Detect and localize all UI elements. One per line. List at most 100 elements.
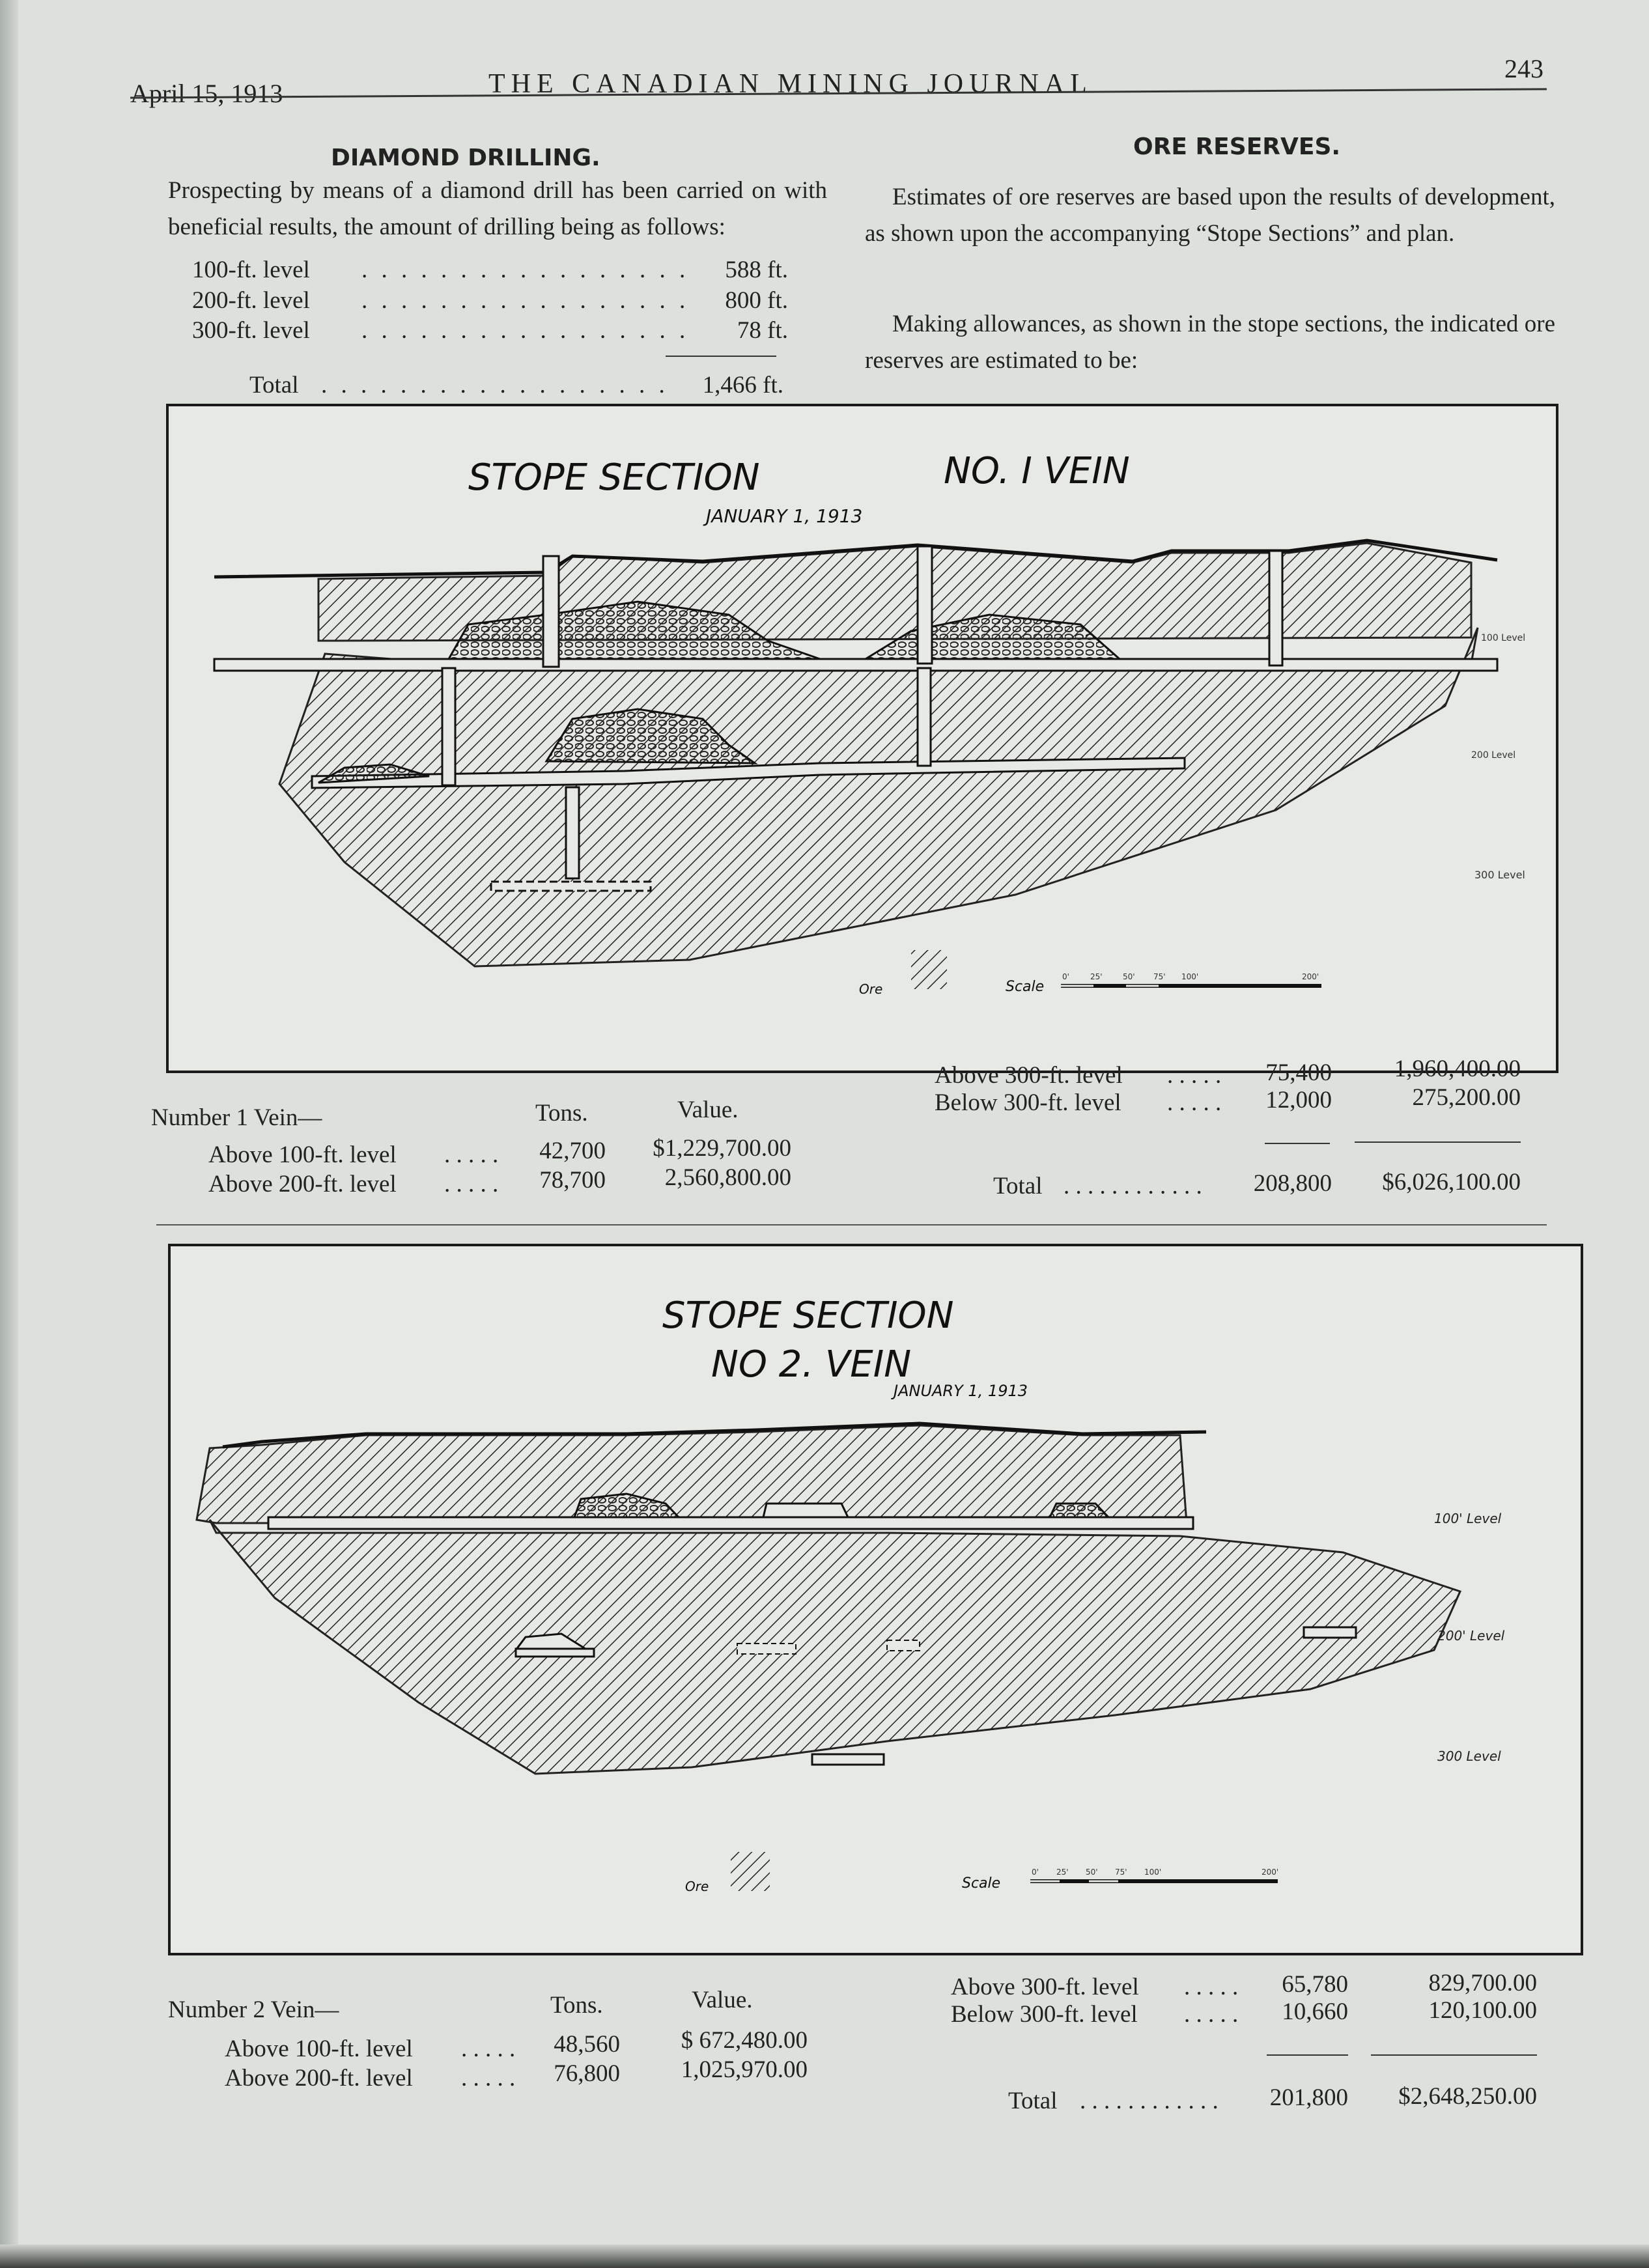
level-300-drift <box>490 880 652 892</box>
page-edge-shadow <box>0 0 18 2268</box>
col-tons-header: Tons. <box>550 1992 603 2019</box>
shaft-3 <box>1268 550 1284 667</box>
leader-dots: . . . . . <box>1184 2001 1239 2028</box>
scale-label: Scale <box>1006 979 1044 995</box>
scale-tick: 25' <box>1056 1868 1069 1877</box>
scale-tick: 200' <box>1302 972 1319 981</box>
drill-row-label: 200-ft. level <box>192 287 310 314</box>
total-label: Total <box>1008 2088 1058 2114</box>
table-row-label: Above 300-ft. level <box>951 1974 1139 2000</box>
scale-tick: 25' <box>1090 972 1103 981</box>
page-number: 243 <box>1504 54 1543 83</box>
col-value-header: Value. <box>677 1097 739 1123</box>
winze-2 <box>916 667 932 767</box>
drill-total-row: Total . . . . . . . . . . . . . . . . . … <box>249 371 783 399</box>
sum-rule <box>666 356 776 357</box>
figure-subtitle: NO. I VEIN <box>944 450 1130 492</box>
figure-subtitle: NO 2. VEIN <box>711 1343 911 1386</box>
hatched-ore-body-upper <box>195 1424 1188 1524</box>
ore-reserves-heading: ORE RESERVES. <box>1133 133 1341 160</box>
level-100-drift <box>267 1516 1194 1530</box>
table-row-tons: 75,400 <box>1265 1059 1332 1086</box>
section-divider <box>156 1224 1547 1225</box>
ore-reserves-para-2: Making allowances, as shown in the stope… <box>865 311 1555 374</box>
stope-section-2-drawing: STOPE SECTION NO 2. VEIN JANUARY 1, 1913… <box>195 1295 1505 1894</box>
level-200-drift <box>311 757 1186 789</box>
leader-dots: . . . . . <box>444 1141 499 1168</box>
stope-opening-100-west <box>572 1492 681 1519</box>
drill-total-value: 1,466 ft. <box>702 372 783 399</box>
scale-tick: 75' <box>1153 972 1166 981</box>
scale-tick: 0' <box>1062 972 1069 981</box>
total-value: $6,026,100.00 <box>1382 1169 1521 1196</box>
table-row-label: Above 200-ft. level <box>225 2065 413 2092</box>
table-row-tons: 78,700 <box>539 1167 606 1194</box>
shaft-2 <box>916 545 933 665</box>
drill-row-label: 100-ft. level <box>192 257 310 283</box>
table-row-tons: 42,700 <box>539 1138 606 1164</box>
total-tons: 208,800 <box>1253 1170 1332 1197</box>
vein-1-title: Number 1 Vein— <box>151 1104 322 1131</box>
table-row-value: 1,025,970.00 <box>681 2056 808 2083</box>
total-value: $2,648,250.00 <box>1398 2083 1537 2110</box>
leader-dots: . . . . . <box>1184 1974 1239 2000</box>
table-row-value: 275,200.00 <box>1412 1084 1521 1111</box>
drill-total-label: Total <box>249 372 299 399</box>
scale-tick: 75' <box>1115 1868 1127 1877</box>
diamond-drilling-heading: DIAMOND DRILLING. <box>331 145 600 171</box>
leader-dots: . . . . . <box>444 1171 499 1197</box>
table-row-value: 2,560,800.00 <box>664 1164 791 1191</box>
diamond-drilling-text: Prospecting by means of a diamond drill … <box>168 177 827 240</box>
scale-tick: 50' <box>1123 972 1135 981</box>
level-100-drift <box>213 658 1499 672</box>
table-row-value: $1,229,700.00 <box>653 1135 791 1162</box>
stope-opening-200-west <box>318 763 430 784</box>
ore-legend-label: Ore <box>685 1879 709 1894</box>
scale-tick: 50' <box>1086 1868 1098 1877</box>
leader-dots: . . . . . <box>1167 1062 1222 1089</box>
leader-dots: . . . . . . . . . . . . . . . . . . . . … <box>361 317 690 344</box>
figure-title: STOPE SECTION <box>662 1295 954 1337</box>
drill-row-value: 800 ft. <box>725 287 788 314</box>
ore-legend-swatch <box>731 1852 770 1891</box>
sum-rule <box>1267 2054 1348 2056</box>
drill-row-label: 300-ft. level <box>192 317 310 344</box>
leader-dots: . . . . . . . . . . . . . . . . . . . . … <box>321 372 673 399</box>
table-row-tons: 65,780 <box>1282 1971 1348 1998</box>
drill-row-value: 78 ft. <box>737 317 788 344</box>
stope-opening-100-east <box>1048 1502 1111 1519</box>
leader-dots: . . . . . . . . . . . . . . . . . . . . … <box>361 287 690 314</box>
table-row-label: Above 100-ft. level <box>225 2036 413 2062</box>
ore-reserves-para-1: Estimates of ore reserves are based upon… <box>865 184 1555 247</box>
winze-3 <box>565 786 580 880</box>
table-row-label: Above 200-ft. level <box>208 1171 397 1197</box>
shaft-1 <box>542 555 560 668</box>
drill-row-value: 588 ft. <box>725 257 788 283</box>
leader-dots: . . . . . <box>461 2065 516 2092</box>
stope-opening-100-middle <box>762 1502 850 1519</box>
table-row-value: $ 672,480.00 <box>681 2027 808 2054</box>
leader-dots: . . . . . . . . . . . . . . . . . . . . … <box>361 257 690 283</box>
table-row-value: 120,100.00 <box>1428 1997 1538 2024</box>
scale-label: Scale <box>962 1875 1000 1892</box>
scale-tick: 200' <box>1261 1868 1278 1877</box>
level-300-drift <box>811 1753 885 1766</box>
total-tons: 201,800 <box>1269 2084 1348 2111</box>
table-row-tons: 76,800 <box>554 2060 620 2087</box>
hatched-ore-body-lower <box>278 627 1479 968</box>
level-label-200: 200' Level <box>1437 1628 1505 1644</box>
col-tons-header: Tons. <box>535 1100 588 1127</box>
page-bottom-edge <box>0 2245 1649 2268</box>
sum-rule <box>1355 1141 1521 1143</box>
scale-tick: 100' <box>1144 1868 1161 1877</box>
level-label-300: 300 Level <box>1437 1748 1501 1764</box>
scale-tick: 0' <box>1032 1868 1039 1877</box>
figure-title: STOPE SECTION <box>468 456 760 499</box>
level-label-300: 300 Level <box>1474 869 1525 881</box>
table-row-label: Below 300-ft. level <box>951 2001 1138 2028</box>
vein-2-title: Number 2 Vein— <box>168 1996 339 2023</box>
table-row-label: Below 300-ft. level <box>935 1089 1121 1116</box>
sum-rule <box>1265 1143 1330 1144</box>
col-value-header: Value. <box>692 1987 753 2013</box>
